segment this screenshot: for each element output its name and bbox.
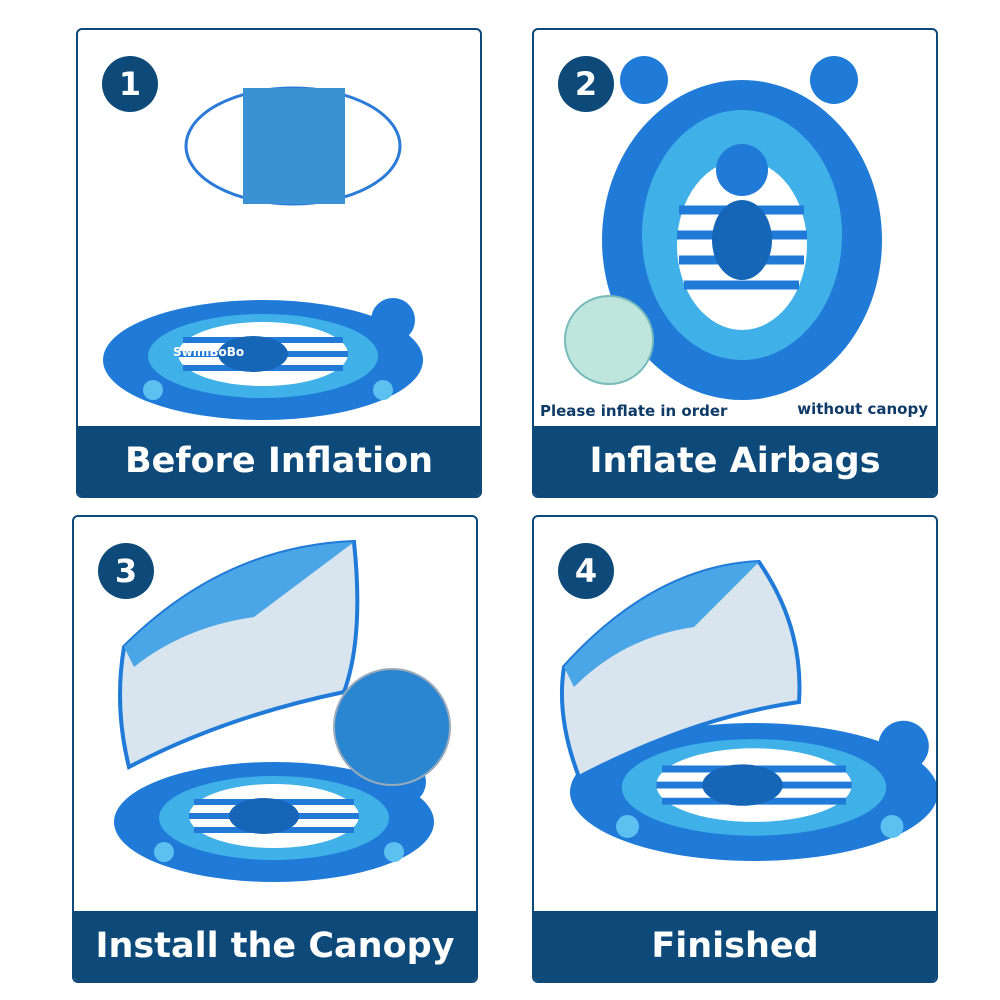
step-number-badge: 2 [558,56,614,112]
step-panel-3: 3 ⇅ Install the Canopy [72,515,478,983]
step-panel-4: 4 Finished [532,515,938,983]
product-image-inflated [564,56,882,400]
up-down-arrows-icon: ⇅ [259,722,284,757]
step-number-badge: 3 [98,543,154,599]
product-image-deflated: SwimBoBo [78,86,480,426]
step-caption: Before Inflation [78,426,480,496]
inflate-order-note: Please inflate in order [540,402,728,420]
product-image-canopy-install: ⇅ [74,539,451,913]
step-panel-1: 1 SwimBoBo Before Inflation [76,28,482,498]
step-caption: Inflate Airbags [534,426,936,496]
step-panel-2: 2 Please inflate in order without canopy… [532,28,938,498]
product-image-finished [559,559,936,913]
without-canopy-note: without canopy [797,400,928,418]
brand-logo-text: SwimBoBo [173,345,244,359]
step-caption: Finished [534,911,936,981]
step-number-badge: 1 [102,56,158,112]
step-number-badge: 4 [558,543,614,599]
step-caption: Install the Canopy [74,911,476,981]
svg-text:⇅: ⇅ [259,722,284,757]
